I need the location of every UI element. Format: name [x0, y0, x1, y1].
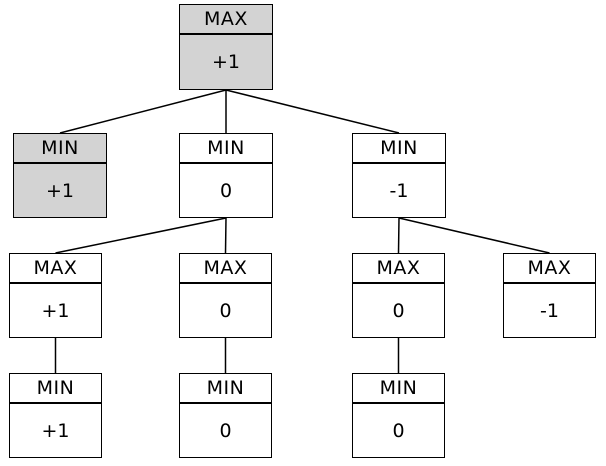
node-type-label: MIN: [14, 134, 106, 164]
tree-node-min-b1: MIN +1: [9, 373, 102, 458]
node-type-label: MAX: [180, 5, 272, 35]
node-value: +1: [41, 419, 70, 442]
node-type-label: MIN: [180, 134, 272, 164]
tree-node-min-b2: MIN 0: [179, 373, 272, 458]
node-value: +1: [45, 179, 74, 202]
node-value: -1: [540, 299, 559, 322]
tree-node-max-1: MAX +1: [9, 253, 102, 338]
node-value: +1: [211, 51, 240, 73]
tree-edge-min-mid-max-2: [224, 217, 227, 254]
node-type-label: MAX: [353, 254, 444, 284]
node-type-label: MIN: [353, 134, 445, 164]
node-value: 0: [219, 419, 232, 442]
node-type-label: MIN: [180, 374, 271, 404]
tree-edge-root-min-right: [225, 89, 400, 134]
tree-node-min-b3: MIN 0: [352, 373, 445, 458]
tree-edge-min-right-max-4: [398, 217, 550, 254]
node-value: 0: [392, 299, 405, 322]
node-type-label: MAX: [180, 254, 271, 284]
node-value: 0: [392, 419, 405, 442]
node-type-label: MIN: [10, 374, 101, 404]
node-type-label: MAX: [10, 254, 101, 284]
tree-node-min-left: MIN +1: [13, 133, 107, 218]
tree-node-min-mid: MIN 0: [179, 133, 273, 218]
tree-node-root: MAX +1: [179, 4, 273, 90]
tree-node-max-2: MAX 0: [179, 253, 272, 338]
tree-edge-root-min-left: [59, 89, 227, 134]
node-value: 0: [219, 299, 232, 322]
tree-node-min-right: MIN -1: [352, 133, 446, 218]
tree-edge-min-right-max-3: [397, 217, 400, 254]
node-value: 0: [219, 179, 233, 202]
tree-node-max-3: MAX 0: [352, 253, 445, 338]
node-type-label: MAX: [504, 254, 595, 284]
tree-edge-min-mid-max-1: [55, 217, 227, 254]
tree-node-max-4: MAX -1: [503, 253, 596, 338]
node-value: +1: [41, 299, 70, 322]
node-type-label: MIN: [353, 374, 444, 404]
node-value: -1: [389, 179, 409, 202]
